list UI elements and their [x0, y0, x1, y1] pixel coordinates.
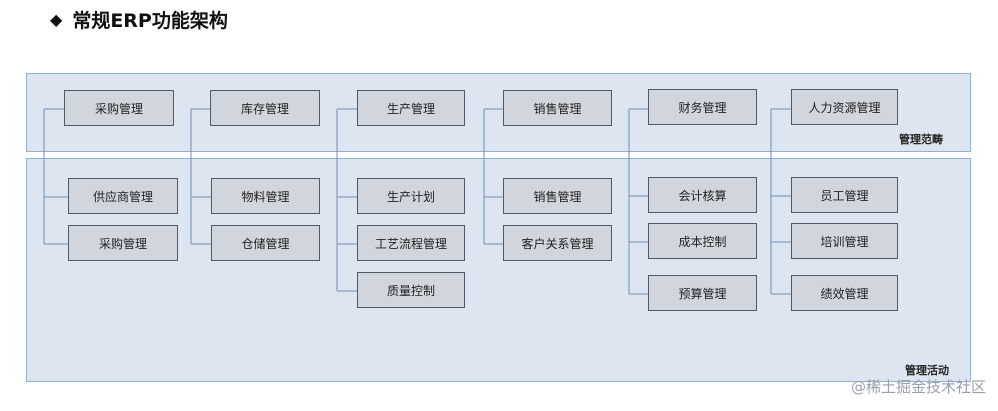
function-box: 绩效管理	[791, 275, 898, 311]
function-box: 销售管理	[503, 178, 612, 214]
function-box: 培训管理	[791, 223, 898, 259]
function-box: 质量控制	[357, 272, 465, 308]
function-box: 仓储管理	[211, 225, 320, 261]
function-box: 工艺流程管理	[357, 225, 465, 261]
function-box: 预算管理	[648, 275, 757, 311]
diamond-icon: ◆	[50, 9, 63, 29]
module-box-inventory: 库存管理	[210, 90, 320, 126]
function-box: 会计核算	[648, 177, 757, 213]
module-box-finance: 财务管理	[648, 89, 757, 125]
management-scope-label: 管理范畴	[899, 133, 943, 146]
management-activity-label: 管理活动	[905, 364, 949, 377]
function-box: 客户关系管理	[503, 225, 612, 261]
module-box-hr: 人力资源管理	[791, 89, 898, 125]
function-box: 生产计划	[357, 178, 465, 214]
function-box: 供应商管理	[68, 178, 178, 214]
diagram-title-text: 常规ERP功能架构	[72, 10, 228, 32]
function-box: 成本控制	[648, 223, 757, 259]
function-box: 采购管理	[68, 225, 178, 261]
module-box-purchasing: 采购管理	[64, 90, 174, 126]
module-box-production: 生产管理	[357, 90, 465, 126]
watermark: @稀土掘金技术社区	[850, 378, 986, 396]
function-box: 物料管理	[211, 178, 320, 214]
function-box: 员工管理	[791, 177, 898, 213]
module-box-sales: 销售管理	[503, 90, 612, 126]
diagram-title: ◆ 常规ERP功能架构	[50, 6, 228, 33]
